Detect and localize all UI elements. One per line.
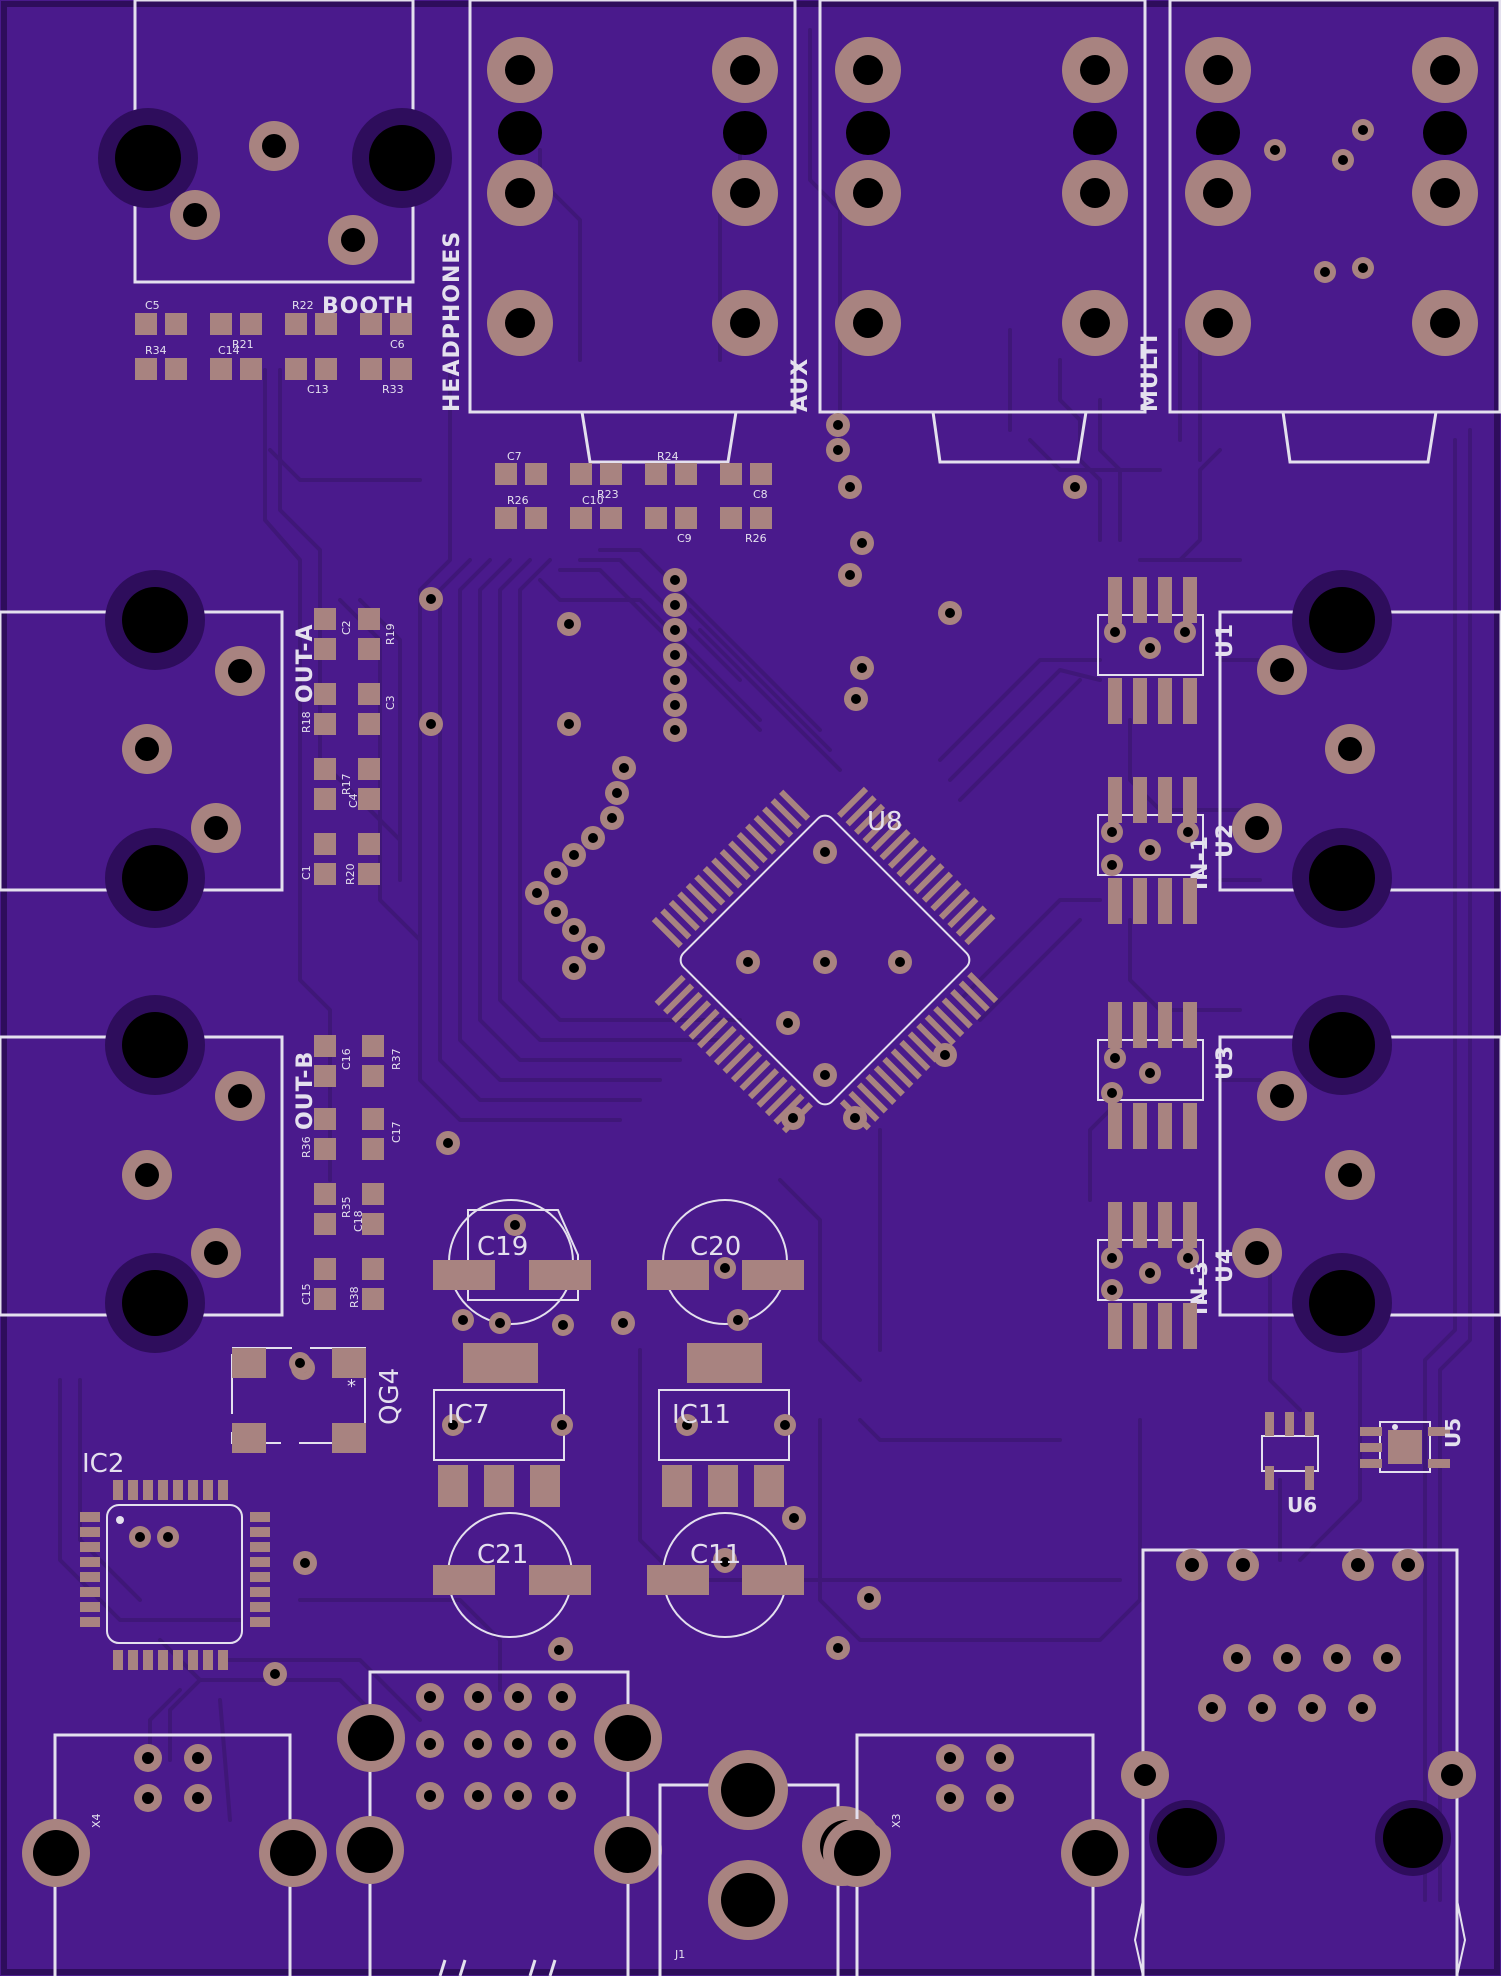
- cap-c20: [647, 1199, 804, 1331]
- label-ic2: IC2: [82, 1449, 124, 1479]
- out-a-passives: [314, 608, 380, 885]
- svg-text:*: *: [347, 1376, 356, 1397]
- cap-c19: [433, 1199, 591, 1336]
- headphones-jack: [468, 0, 797, 464]
- label-u4: U4: [1213, 1248, 1238, 1283]
- label-r26: R26: [507, 494, 529, 507]
- label-c11: C11: [690, 1540, 741, 1570]
- label-u6: U6: [1287, 1493, 1317, 1517]
- header-vias-diagonal: [525, 756, 636, 980]
- regulator-ic11: [658, 1343, 805, 1529]
- label-r19: R19: [384, 623, 397, 645]
- label-ic7: IC7: [447, 1400, 489, 1430]
- chip-u6: [1261, 1412, 1319, 1490]
- connector-multipin: [336, 1670, 662, 1976]
- header-vias-column: [663, 568, 687, 742]
- vias: [263, 413, 1087, 1686]
- label-j1: J1: [674, 1948, 685, 1961]
- label-r37: R37: [390, 1048, 403, 1070]
- label-c9: C9: [677, 532, 692, 545]
- label-r22: R22: [292, 299, 314, 312]
- label-c6: C6: [390, 338, 405, 351]
- label-c19: C19: [477, 1232, 528, 1262]
- label-r25: R26: [745, 532, 767, 545]
- label-r17: R17: [340, 773, 353, 795]
- ic2-qfn: [80, 1480, 270, 1670]
- out-b-passives: [314, 1035, 384, 1310]
- chip-u5: [1360, 1421, 1450, 1473]
- regulator-ic7: [433, 1343, 573, 1507]
- label-r18: R18: [300, 711, 313, 733]
- multi-jack: [1168, 0, 1501, 464]
- label-u2: U2: [1213, 823, 1238, 858]
- label-c14: C14: [218, 344, 240, 357]
- label-c10: C10: [582, 494, 604, 507]
- connector-rj: [1121, 1548, 1476, 1976]
- label-c4: C4: [347, 793, 360, 808]
- label-c13: C13: [307, 383, 329, 396]
- component-qg4: *: [231, 1347, 366, 1453]
- booth-jack: [98, 0, 452, 284]
- label-r34: R34: [145, 344, 167, 357]
- label-c20: C20: [690, 1232, 741, 1262]
- label-c17: C17: [390, 1121, 403, 1143]
- label-c3: C3: [384, 695, 397, 710]
- label-c8: C8: [753, 488, 768, 501]
- label-c2: C2: [340, 620, 353, 635]
- out-a-jack: [0, 570, 284, 928]
- label-c7: C7: [507, 450, 522, 463]
- label-c5: C5: [145, 299, 160, 312]
- label-u1: U1: [1213, 623, 1238, 658]
- cap-c21: [433, 1512, 591, 1661]
- in-3-jack: [1218, 995, 1501, 1353]
- label-r20: R20: [344, 863, 357, 885]
- in-1-jack: [1218, 570, 1501, 928]
- label-r38: R38: [348, 1286, 361, 1308]
- label-headphones: HEADPHONES: [440, 231, 465, 412]
- label-r35: R35: [340, 1196, 353, 1218]
- opamp-u3: [1097, 1002, 1204, 1149]
- label-c15: C15: [300, 1283, 313, 1305]
- label-c18: C18: [352, 1210, 365, 1232]
- label-r36: R36: [300, 1136, 313, 1158]
- u8-vias: [736, 840, 957, 1130]
- connector-x3: [823, 1733, 1129, 1976]
- headphone-passives: [495, 463, 772, 529]
- label-c21: C21: [477, 1540, 528, 1570]
- mcu-u8: [651, 786, 999, 1134]
- label-c16: C16: [340, 1048, 353, 1070]
- label-aux: AUX: [788, 358, 813, 412]
- label-ic11: IC11: [672, 1400, 731, 1430]
- label-r21: R21: [232, 338, 254, 351]
- label-r33: R33: [382, 383, 404, 396]
- label-out-a: OUT-A: [293, 624, 318, 704]
- label-x3: X3: [890, 1813, 903, 1828]
- opamp-u4: [1097, 1202, 1204, 1349]
- cap-c11: [647, 1512, 804, 1638]
- label-qg4: QG4: [375, 1368, 405, 1425]
- booth-passives: [135, 313, 412, 380]
- out-b-jack: [0, 995, 284, 1353]
- label-u8: U8: [867, 807, 903, 837]
- label-u5: U5: [1441, 1418, 1465, 1448]
- opamp-u1: [1097, 577, 1204, 724]
- label-r23: R23: [597, 488, 619, 501]
- opamp-u2: [1097, 777, 1204, 924]
- label-x4: X4: [90, 1813, 103, 1828]
- label-out-b: OUT-B: [293, 1051, 318, 1130]
- connector-x4: [22, 1733, 327, 1976]
- label-c1: C1: [300, 865, 313, 880]
- aux-jack: [818, 0, 1147, 464]
- label-r24: R24: [657, 450, 679, 463]
- label-u3: U3: [1213, 1045, 1238, 1080]
- label-multi: MULTI: [1138, 334, 1163, 412]
